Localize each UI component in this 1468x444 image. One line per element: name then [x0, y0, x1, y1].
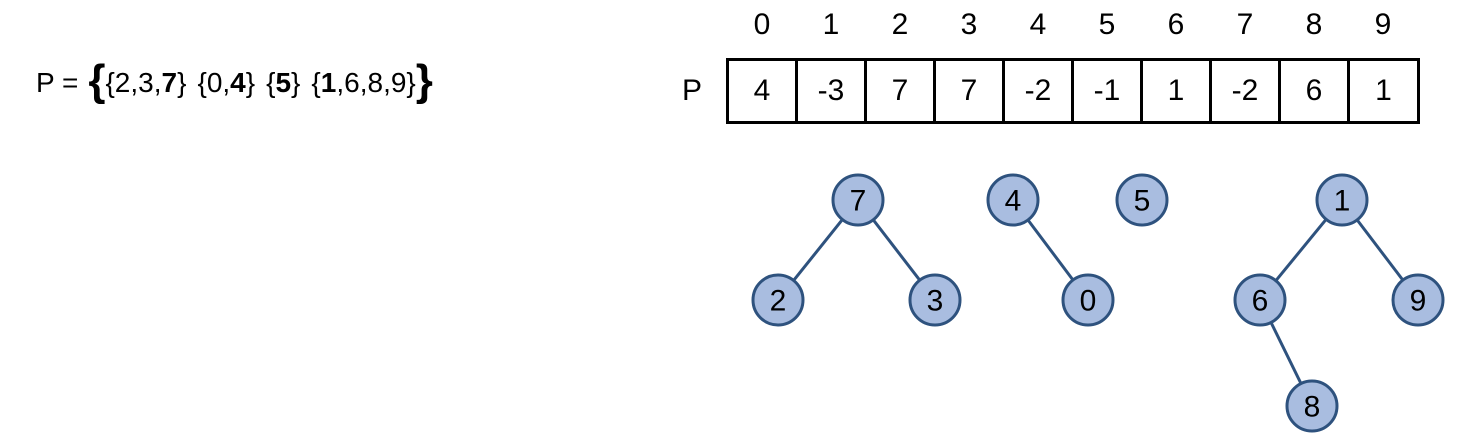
outer-open-brace: {	[88, 56, 106, 105]
tree-node: 9	[1391, 273, 1445, 327]
tree-edge	[1269, 321, 1303, 385]
array-index: 9	[1374, 8, 1392, 41]
node-circle	[986, 173, 1040, 227]
set-representative: 1	[320, 67, 337, 98]
tree-edge	[1026, 219, 1075, 281]
node-label: 5	[1134, 185, 1151, 218]
set-group: {1,6,8,9}	[311, 67, 415, 99]
tree-edge	[792, 218, 844, 282]
array-cell: 6	[1281, 61, 1350, 121]
set-separator: ,	[359, 67, 368, 98]
node-label: 3	[927, 285, 944, 318]
set-close-brace: }	[291, 67, 301, 98]
array-cell: -2	[1212, 61, 1281, 121]
array-index: 3	[960, 8, 978, 41]
set-separator: ,	[222, 67, 231, 98]
tree-node: 3	[908, 273, 962, 327]
array-index: 5	[1098, 8, 1116, 41]
tree-node: 1	[1315, 173, 1369, 227]
tree-node: 6	[1233, 273, 1287, 327]
node-circle	[1233, 273, 1287, 327]
set-representative: 5	[275, 67, 292, 98]
outer-close-brace: }	[415, 56, 433, 105]
expression-label: P =	[36, 67, 79, 98]
set-open-brace: {	[266, 67, 276, 98]
tree-edge	[872, 218, 921, 282]
node-circle	[1115, 173, 1169, 227]
tree-node: 7	[831, 173, 885, 227]
set-representative: 7	[161, 67, 178, 98]
tree-node: 4	[986, 173, 1040, 227]
set-element: 9	[390, 67, 407, 98]
node-circle	[1061, 273, 1115, 327]
tree-node: 2	[751, 273, 805, 327]
set-partition-expression: P = { {2,3,7}{0,4}{5}{1,6,8,9} }	[36, 58, 433, 108]
node-label: 2	[770, 285, 787, 318]
set-element: 0	[206, 67, 223, 98]
tree-edge	[1274, 218, 1328, 282]
set-representative: 4	[230, 67, 246, 98]
node-label: 8	[1304, 391, 1321, 424]
array-cell: 1	[1143, 61, 1212, 121]
node-circle	[1391, 273, 1445, 327]
array-cell: 7	[867, 61, 936, 121]
array-cell: -2	[1005, 61, 1074, 121]
set-separator: ,	[336, 67, 345, 98]
node-circle	[831, 173, 885, 227]
sets-list: {2,3,7}{0,4}{5}{1,6,8,9}	[105, 67, 415, 99]
array-cell: 7	[936, 61, 1005, 121]
set-element: 3	[138, 67, 154, 98]
set-group: {2,3,7}	[105, 67, 186, 99]
node-label: 4	[1005, 185, 1022, 218]
tree-node: 8	[1285, 379, 1339, 433]
node-label: 6	[1252, 285, 1269, 318]
array-cell: -3	[798, 61, 867, 121]
set-separator: ,	[383, 67, 391, 98]
set-open-brace: {	[197, 67, 207, 98]
set-group: {0,4}	[197, 67, 255, 99]
set-group: {5}	[266, 67, 300, 99]
set-element: 2	[114, 67, 131, 98]
array-index: 8	[1305, 8, 1323, 41]
node-circle	[908, 273, 962, 327]
node-label: 1	[1334, 185, 1351, 218]
set-separator: ,	[153, 67, 162, 98]
array-index: 1	[822, 8, 840, 41]
array-cell: 1	[1375, 74, 1392, 107]
tree-edge	[1355, 218, 1405, 282]
set-element: 6	[344, 67, 360, 98]
set-element: 8	[367, 67, 384, 98]
array-index: 7	[1236, 8, 1254, 41]
array-index: 4	[1029, 8, 1047, 41]
set-open-brace: {	[311, 67, 321, 98]
set-separator: ,	[130, 67, 139, 98]
tree-node: 0	[1061, 273, 1115, 327]
tree-node: 5	[1115, 173, 1169, 227]
array-label: P	[682, 74, 703, 107]
set-close-brace: }	[406, 67, 416, 98]
node-label: 9	[1410, 285, 1427, 318]
node-circle	[1285, 379, 1339, 433]
set-open-brace: {	[105, 67, 115, 98]
set-close-brace: }	[177, 67, 187, 98]
node-circle	[751, 273, 805, 327]
node-label: 7	[850, 185, 867, 218]
array-cell: 4	[729, 61, 798, 121]
set-close-brace: }	[245, 67, 256, 98]
array-index: 2	[891, 8, 909, 41]
array-cell: -1	[1074, 61, 1143, 121]
node-circle	[1315, 173, 1369, 227]
array-index: 0	[753, 8, 771, 41]
array-index: 6	[1167, 8, 1185, 41]
node-label: 0	[1080, 285, 1097, 318]
